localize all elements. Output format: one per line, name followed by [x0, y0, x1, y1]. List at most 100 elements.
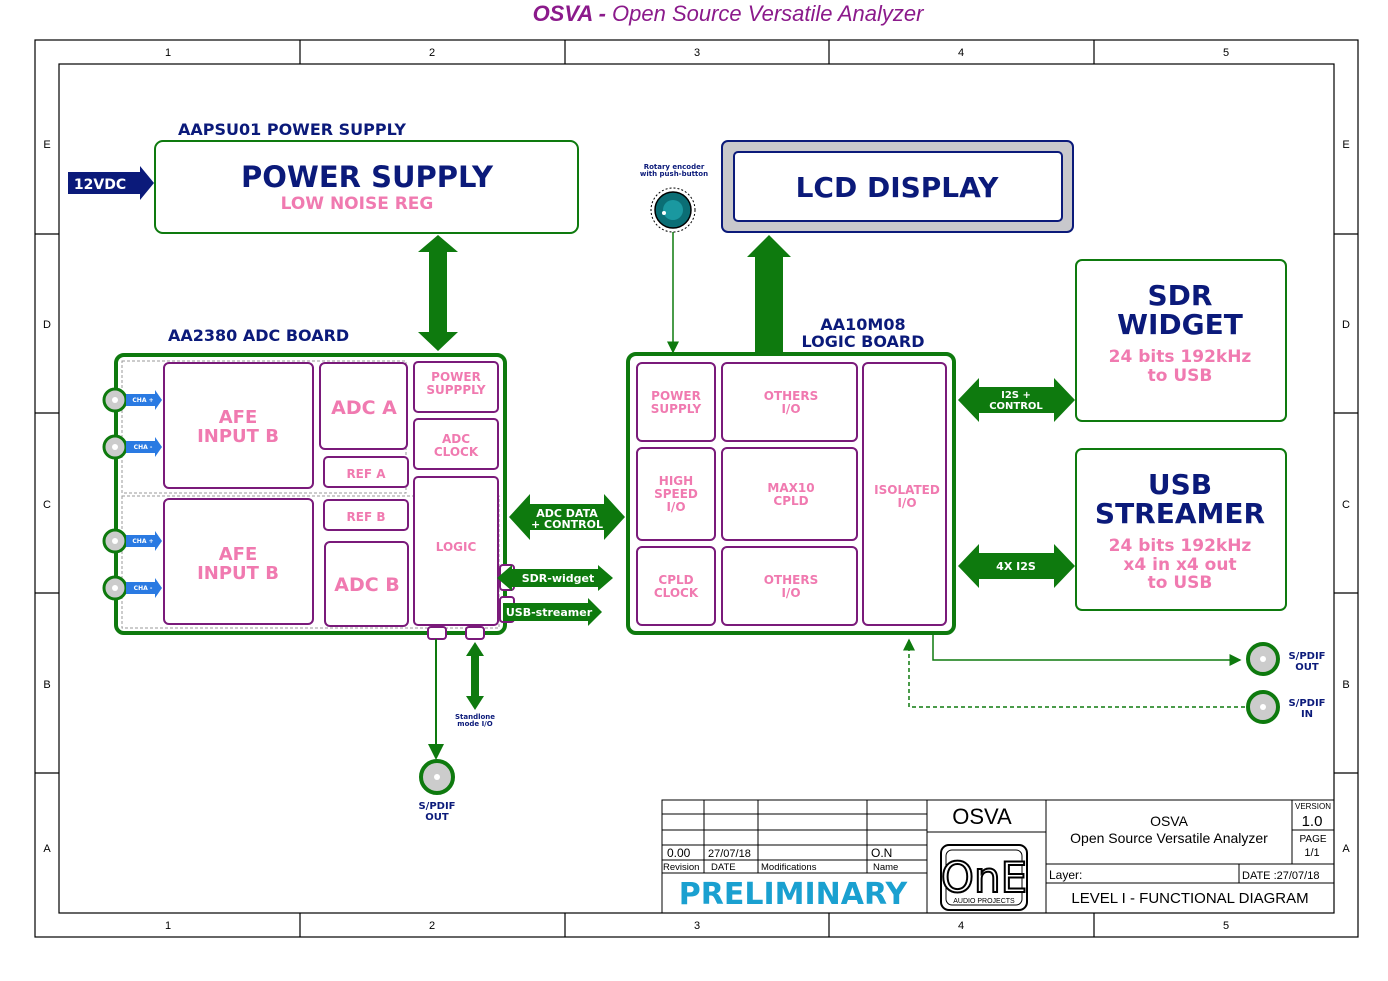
name-col-label: Name — [873, 862, 898, 873]
adc-power-block — [413, 361, 499, 413]
adc-b-block — [324, 541, 409, 627]
adc-clock-label: ADC — [442, 432, 470, 446]
adc-clock-block — [413, 418, 499, 470]
spdif-connector — [427, 626, 447, 640]
i2s-control-arrow — [958, 378, 1075, 422]
encoder-label: Rotary encoder — [644, 163, 705, 171]
col-label: 3 — [694, 920, 700, 932]
encoder-dot — [662, 211, 666, 215]
high-speed-label-2: SPEED — [654, 487, 698, 501]
i2s-control-label-2: CONTROL — [989, 401, 1043, 412]
title-block — [661, 799, 1335, 914]
standalone-connector — [465, 626, 485, 640]
spdif-out-right-jack-center — [1260, 656, 1266, 662]
spdif-out-right-label: S/PDIF — [1288, 651, 1325, 662]
page-label: PAGE — [1299, 834, 1326, 845]
adc-clock-label-2: CLOCK — [434, 445, 479, 459]
one-audio-logo: OnE AUDIO PROJECTS — [940, 844, 1028, 911]
others-io-bottom-label: OTHERS — [764, 573, 819, 587]
high-speed-io-block — [636, 447, 716, 541]
power-supply-block — [154, 140, 579, 234]
12vdc-label: 12VDC — [74, 177, 126, 193]
spdif-out-bottom-label: S/PDIF — [418, 801, 455, 812]
others-io-top-label-2: I/O — [781, 402, 800, 416]
adc-power-label-2: SUPPPLY — [426, 383, 486, 397]
date-value: 27/07/18 — [708, 848, 751, 860]
row-label: E — [1342, 139, 1349, 151]
ref-a-label: REF A — [346, 467, 386, 481]
revision-value: 0.00 — [667, 846, 691, 860]
isolated-io-label-2: I/O — [897, 496, 916, 510]
col-label: 5 — [1223, 47, 1229, 59]
max10-cpld-block — [721, 447, 858, 541]
usb-streamer-arrow — [503, 598, 602, 626]
adc-data-label-2: + CONTROL — [531, 518, 603, 531]
project-desc: Open Source Versatile Analyzer — [1070, 830, 1268, 846]
col-label: 3 — [694, 47, 700, 59]
adc-data-arrow — [509, 494, 625, 540]
high-speed-label: HIGH — [659, 474, 693, 488]
date-stamp: DATE :27/07/18 — [1242, 870, 1319, 882]
max10-label-2: CPLD — [773, 494, 808, 508]
logic-power-block — [636, 362, 716, 442]
adc-board-label: AA2380 ADC BOARD — [168, 326, 349, 345]
row-label: C — [1342, 499, 1350, 511]
logic-board-label: AA10M08 — [820, 315, 905, 334]
adc-a-label: ADC A — [331, 397, 397, 419]
logic-power-label-2: SUPPLY — [651, 402, 702, 416]
diagram-title: OSVA - Open Source Versatile Analyzer — [533, 1, 926, 26]
power-supply-subtitle: LOW NOISE REG — [281, 194, 434, 214]
row-label: C — [43, 499, 51, 511]
cha-minus-label: CHA - — [134, 444, 153, 451]
afe-a-block — [163, 362, 314, 489]
usb-title: USB — [1148, 468, 1212, 501]
isolated-io-block — [862, 362, 947, 626]
others-io-top-block — [721, 362, 858, 442]
spdif-in-right-line — [903, 638, 1245, 708]
sdr-sub-2: to USB — [1148, 366, 1213, 386]
sdr-widget-block — [1075, 259, 1287, 422]
revision-col-label: Revision — [663, 862, 699, 873]
encoder-label-2: with push-button — [640, 170, 708, 178]
row-label: B — [1342, 679, 1349, 691]
logic-board-label-2: LOGIC BOARD — [802, 332, 925, 351]
row-label: E — [43, 139, 50, 151]
12vdc-input-arrow — [68, 166, 154, 200]
layer-label: Layer: — [1049, 868, 1082, 882]
cpld-clock-block — [636, 546, 716, 626]
afe-a-label-2: INPUT B — [197, 426, 279, 447]
standalone-arrow — [466, 642, 484, 710]
others-io-bottom-block — [721, 546, 858, 626]
afe-a-label: AFE — [219, 407, 258, 428]
ref-a-block — [323, 456, 409, 488]
cha-plus-label-2: CHA + — [132, 538, 153, 545]
spdif-out-bottom-label-2: OUT — [425, 812, 449, 823]
others-io-bottom-label-2: I/O — [781, 586, 800, 600]
cha-minus-label-2: CHA - — [134, 585, 153, 592]
spdif-out-right-line — [932, 635, 1242, 666]
version-label: VERSION — [1295, 802, 1331, 811]
power-link-arrow — [418, 235, 458, 351]
mods-col-label: Modifications — [761, 862, 817, 873]
row-label: A — [1342, 843, 1350, 855]
adc-power-label: POWER — [431, 370, 481, 384]
col-label: 1 — [165, 47, 171, 59]
cpld-clock-label: CPLD — [658, 573, 693, 587]
others-io-top-label: OTHERS — [764, 389, 819, 403]
power-supply-title: POWER SUPPLY — [241, 160, 494, 194]
logic-power-label: POWER — [651, 389, 701, 403]
row-label: B — [43, 679, 50, 691]
afe-b-label-2: INPUT B — [197, 563, 279, 584]
spdif-out-bottom-jack-center — [434, 774, 440, 780]
cpld-clock-label-2: CLOCK — [654, 586, 699, 600]
sdr-title-2: WIDGET — [1117, 308, 1243, 341]
row-label: D — [43, 319, 51, 331]
col-label: 4 — [958, 920, 964, 932]
lcd-link-arrow — [747, 235, 791, 355]
name-value: O.N — [871, 846, 892, 860]
adc-b-label: ADC B — [334, 574, 400, 596]
page-value: 1/1 — [1304, 847, 1319, 859]
i2s-4x-label: 4X I2S — [996, 560, 1036, 573]
row-label: D — [1342, 319, 1350, 331]
